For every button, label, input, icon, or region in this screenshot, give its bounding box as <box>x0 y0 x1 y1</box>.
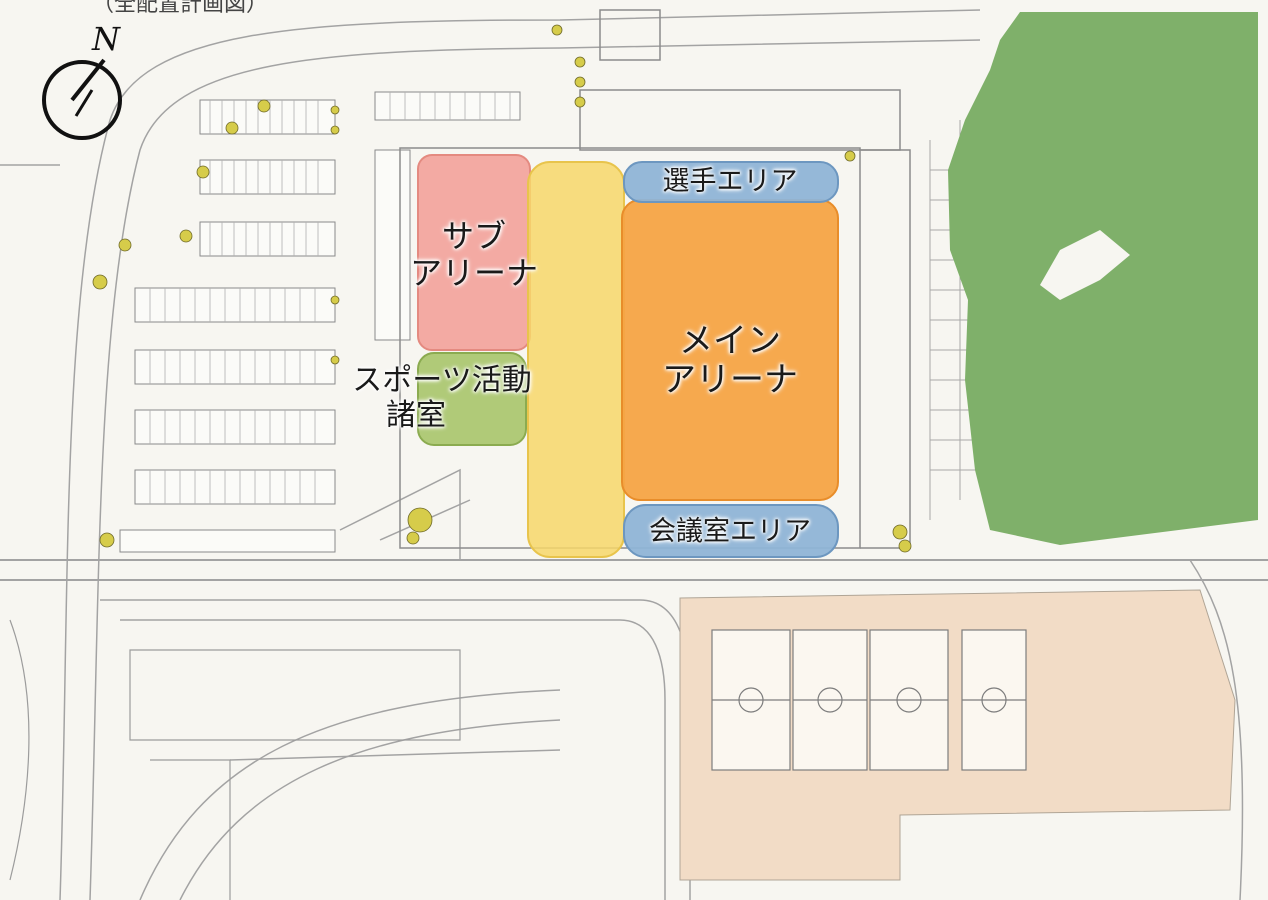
parking-stall-lines <box>149 92 511 504</box>
futsal-courts <box>711 629 1027 771</box>
tree-markers <box>92 24 912 553</box>
zone-athlete-area <box>623 161 839 203</box>
forest-area <box>948 12 1258 545</box>
north-label: N <box>92 20 120 58</box>
building-outline <box>399 9 911 549</box>
zone-meeting-area <box>623 504 839 558</box>
parking-lot <box>119 91 521 553</box>
forest-notch <box>1040 230 1130 300</box>
north-arrow-icon <box>42 58 122 140</box>
zone-sports-rooms <box>417 352 527 446</box>
plan-title-fragment: （全配置計画図） <box>92 0 269 17</box>
sports-rooms-label: スポーツ活動 諸室 <box>352 363 532 433</box>
meeting-area-label: 会議室エリア <box>649 516 811 547</box>
athlete-area-label: 選手エリア <box>662 166 798 197</box>
sub-arena-label: サブ アリーナ <box>409 217 538 292</box>
main-arena-label: メイン アリーナ <box>662 321 798 401</box>
south-west-structures <box>9 619 461 900</box>
